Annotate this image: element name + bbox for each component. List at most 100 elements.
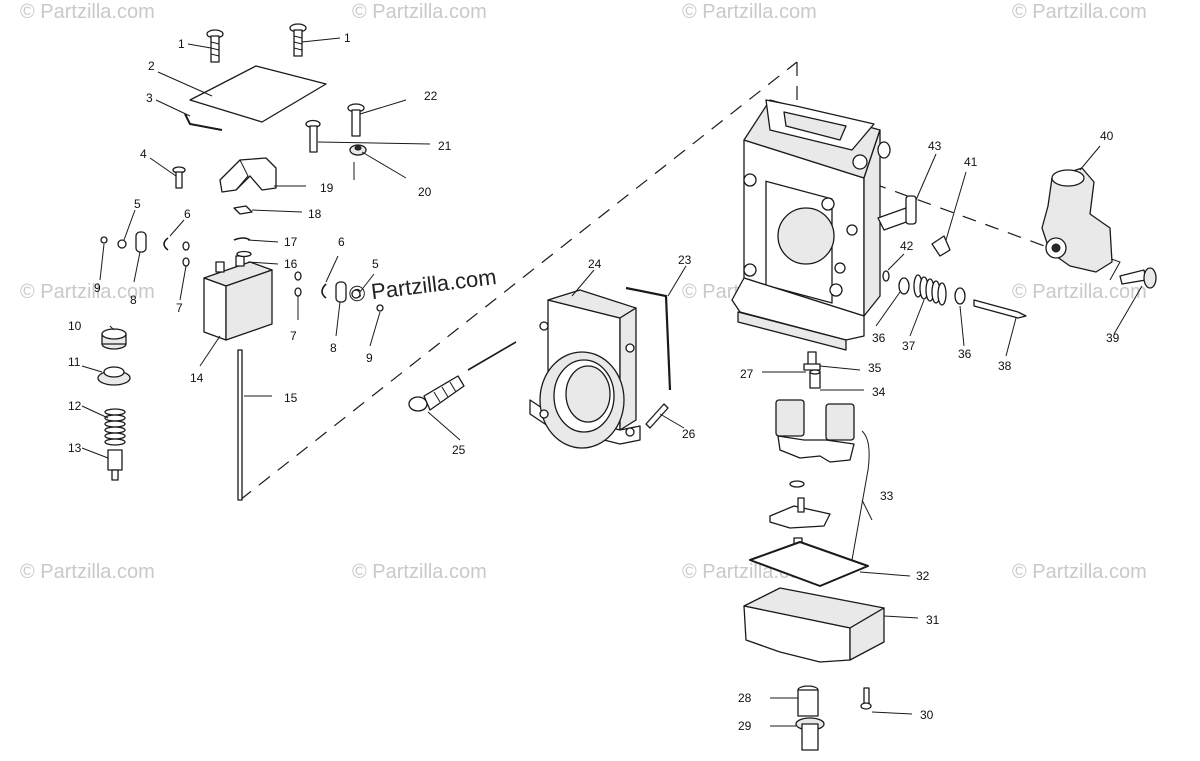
callout-14: 14 [190, 371, 204, 385]
watermark: © Partzilla.com [20, 561, 155, 583]
callout-7: 7 [176, 301, 183, 315]
callout-19: 19 [320, 181, 334, 195]
lever-housing-part-40 [1041, 167, 1113, 273]
spring-part-12 [104, 408, 126, 446]
callout-7: 7 [290, 329, 297, 343]
callout-39: 39 [1106, 331, 1120, 345]
callout-40: 40 [1100, 129, 1114, 143]
link-part-8 [335, 281, 347, 303]
spring-part-37 [913, 274, 947, 306]
screw-part-25 [408, 375, 465, 412]
callout-8: 8 [330, 341, 337, 355]
callout-9: 9 [366, 351, 373, 365]
alignment-line [467, 341, 517, 371]
screw-part-21 [305, 119, 321, 153]
watermark: © Partzilla.com [1012, 561, 1147, 583]
callout-35: 35 [868, 361, 882, 375]
washer-part-5 [117, 239, 127, 249]
jet-part-34 [809, 369, 821, 389]
callout-32: 32 [916, 569, 930, 583]
watermark: © Partzilla.com [1012, 281, 1147, 303]
screw-part-39 [1119, 267, 1157, 289]
float-part-33 [775, 399, 855, 463]
callout-42: 42 [900, 239, 914, 253]
washer-part-36 [898, 277, 910, 295]
callout-37: 37 [902, 339, 916, 353]
watermark: © Partzilla.com [352, 1, 487, 23]
callout-4: 4 [140, 147, 147, 161]
bracket-33 [851, 430, 870, 561]
callout-5: 5 [134, 197, 141, 211]
jet-part-35 [803, 351, 821, 371]
ring-part-33 [789, 480, 805, 488]
adapter-part-24 [529, 289, 641, 449]
watermark: © Partzilla.com [352, 561, 487, 583]
carburetor-body [731, 99, 891, 351]
cap-part-41 [931, 235, 951, 257]
wire-part-3 [184, 113, 223, 131]
callout-labels: 1 1 2 3 4 5 5 6 6 7 7 8 8 9 9 10 11 12 1… [68, 31, 1120, 733]
watermark: © Partzilla.com [682, 1, 817, 23]
callout-31: 31 [926, 613, 940, 627]
washer-part-36 [954, 287, 966, 305]
nut-part-11 [97, 366, 131, 386]
float-arm-part-33 [769, 497, 831, 529]
watermark-center: © Partzilla.com [348, 264, 498, 307]
alignment-line [849, 174, 1051, 249]
ring-part-7 [182, 241, 190, 251]
clip-part-9 [376, 304, 384, 312]
e-clip-part-6 [321, 283, 327, 299]
callout-36: 36 [958, 347, 972, 361]
ring-part-7 [182, 257, 190, 267]
needle-part-38 [973, 299, 1027, 319]
callout-23: 23 [678, 253, 692, 267]
callout-29: 29 [738, 719, 752, 733]
callout-17: 17 [284, 235, 298, 249]
callout-43: 43 [928, 139, 942, 153]
throttle-slide-part-14 [203, 255, 273, 341]
callout-26: 26 [682, 427, 696, 441]
ring-part-7 [294, 271, 302, 281]
bracket-part-19 [219, 157, 277, 193]
callout-3: 3 [146, 91, 153, 105]
watermark: © Partzilla.com [20, 281, 155, 303]
needle-part-15 [237, 349, 243, 501]
clip-part-9 [100, 236, 108, 244]
callout-24: 24 [588, 257, 602, 271]
callout-20: 20 [418, 185, 432, 199]
callout-13: 13 [68, 441, 82, 455]
screw-part-22 [347, 103, 365, 137]
drain-part-29 [795, 717, 825, 751]
callout-1: 1 [344, 31, 351, 45]
watermark: © Partzilla.com [1012, 1, 1147, 23]
callout-27: 27 [740, 367, 754, 381]
screw-part-1 [289, 23, 307, 57]
callout-1: 1 [178, 37, 185, 51]
clip-part-17 [233, 237, 251, 241]
callout-5: 5 [372, 257, 379, 271]
callout-11: 11 [68, 355, 81, 369]
callout-21: 21 [438, 139, 452, 153]
callout-18: 18 [308, 207, 322, 221]
washer-part-16 [236, 250, 252, 258]
watermark: © Partzilla.com [20, 1, 155, 23]
callout-25: 25 [452, 443, 466, 457]
cover-plate-part-2 [189, 65, 327, 123]
callout-12: 12 [68, 399, 82, 413]
screw-part-30 [860, 687, 872, 710]
watermark-layer: © Partzilla.com © Partzilla.com © Partzi… [20, 1, 1147, 583]
washer-part-5 [351, 289, 361, 299]
pin-part-26 [645, 403, 669, 429]
fitting-part-43 [877, 195, 917, 231]
callout-38: 38 [998, 359, 1012, 373]
screw-part-4 [172, 166, 186, 189]
float-bowl-part-31 [743, 587, 885, 663]
callout-34: 34 [872, 385, 886, 399]
callout-2: 2 [148, 59, 155, 73]
callout-8: 8 [130, 293, 137, 307]
callout-6: 6 [338, 235, 345, 249]
callout-6: 6 [184, 207, 191, 221]
rod-part-23 [625, 286, 672, 391]
screw-part-1 [206, 29, 224, 63]
